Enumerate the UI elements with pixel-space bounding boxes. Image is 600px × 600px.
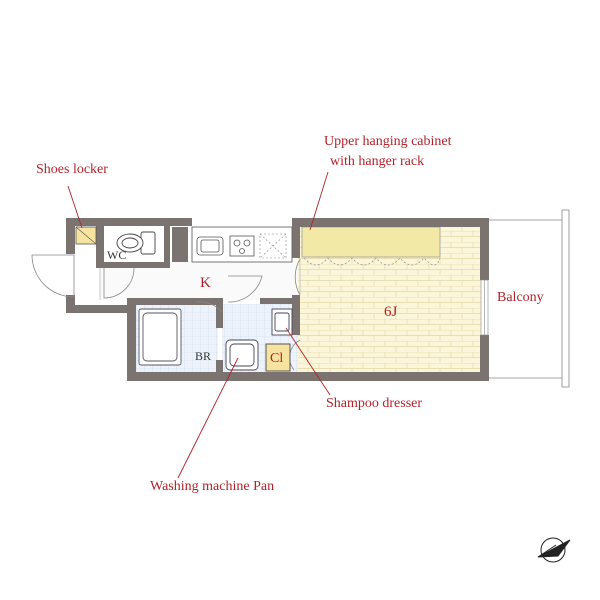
- annotation-shoes-locker: Shoes locker: [36, 162, 108, 177]
- balcony-outline: [489, 209, 570, 388]
- closet-box: [265, 343, 291, 372]
- annotation-upper-cabinet-2: with hanger rack: [330, 154, 425, 169]
- walls: [66, 218, 489, 381]
- toilet-icon: [116, 231, 156, 255]
- room-label-kitchen: K: [200, 275, 211, 291]
- annotation-washing-machine-pan: Washing machine Pan: [150, 479, 275, 494]
- hanger-rack: [303, 257, 441, 266]
- stove-cabinet: [259, 233, 287, 259]
- room-label-main: 6J: [384, 304, 398, 320]
- shampoo-dresser: [271, 308, 293, 336]
- room-label-bathroom: BR: [195, 349, 212, 363]
- compass-icon: [537, 537, 571, 563]
- kitchen-floor: [100, 262, 298, 300]
- room-door: [294, 258, 301, 296]
- room-label-closet: Cl: [270, 351, 284, 366]
- bathtub-icon: [138, 308, 182, 366]
- leader-lines: [67, 171, 331, 479]
- washing-machine-icon: [225, 339, 259, 371]
- annotation-upper-cabinet-1: Upper hanging cabinet: [324, 134, 452, 149]
- sink-icon: [196, 236, 224, 256]
- room-label-balcony: Balcony: [497, 290, 544, 305]
- annotation-shampoo-dresser: Shampoo dresser: [326, 396, 423, 411]
- entrance-door: [31, 254, 75, 298]
- upper-hanging-cabinet: [301, 226, 441, 258]
- washroom-door: [227, 275, 263, 303]
- stove-icon: [229, 235, 255, 257]
- wc-door: [103, 267, 135, 299]
- room-label-wc: WC: [107, 248, 127, 262]
- bathroom-door: [195, 301, 223, 313]
- refrigerator-space: [172, 227, 188, 262]
